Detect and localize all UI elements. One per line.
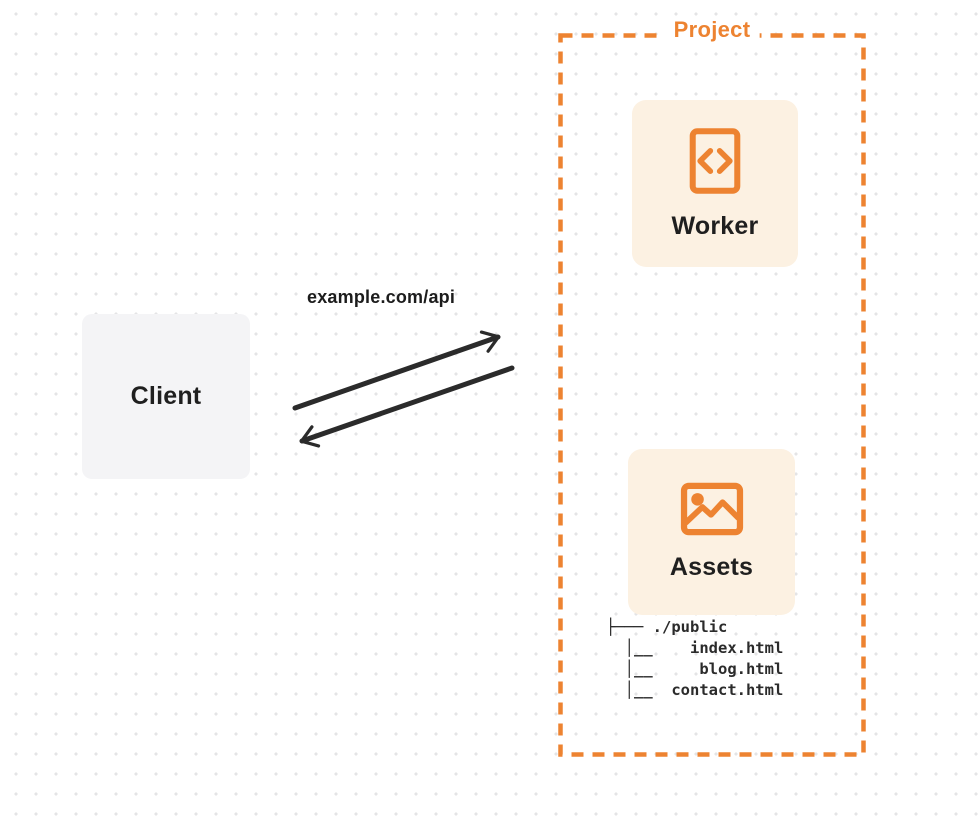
code-document-icon bbox=[689, 127, 741, 195]
project-label: Project bbox=[664, 17, 760, 43]
request-response-arrows bbox=[292, 330, 515, 448]
worker-label: Worker bbox=[671, 211, 759, 240]
image-icon bbox=[680, 482, 744, 536]
client-label: Client bbox=[130, 382, 202, 410]
client-node: Client bbox=[82, 314, 250, 479]
worker-node: Worker bbox=[632, 100, 798, 267]
project-container: Project Worker Assets bbox=[558, 17, 866, 757]
assets-label: Assets bbox=[669, 553, 754, 581]
request-url-label: example.com/api bbox=[307, 287, 456, 307]
assets-file-tree: ├─── ./public │__ index.html │__ blog.ht… bbox=[606, 618, 784, 699]
request-arrow bbox=[292, 330, 501, 411]
assets-node: Assets bbox=[628, 449, 795, 615]
response-arrow bbox=[299, 365, 515, 448]
